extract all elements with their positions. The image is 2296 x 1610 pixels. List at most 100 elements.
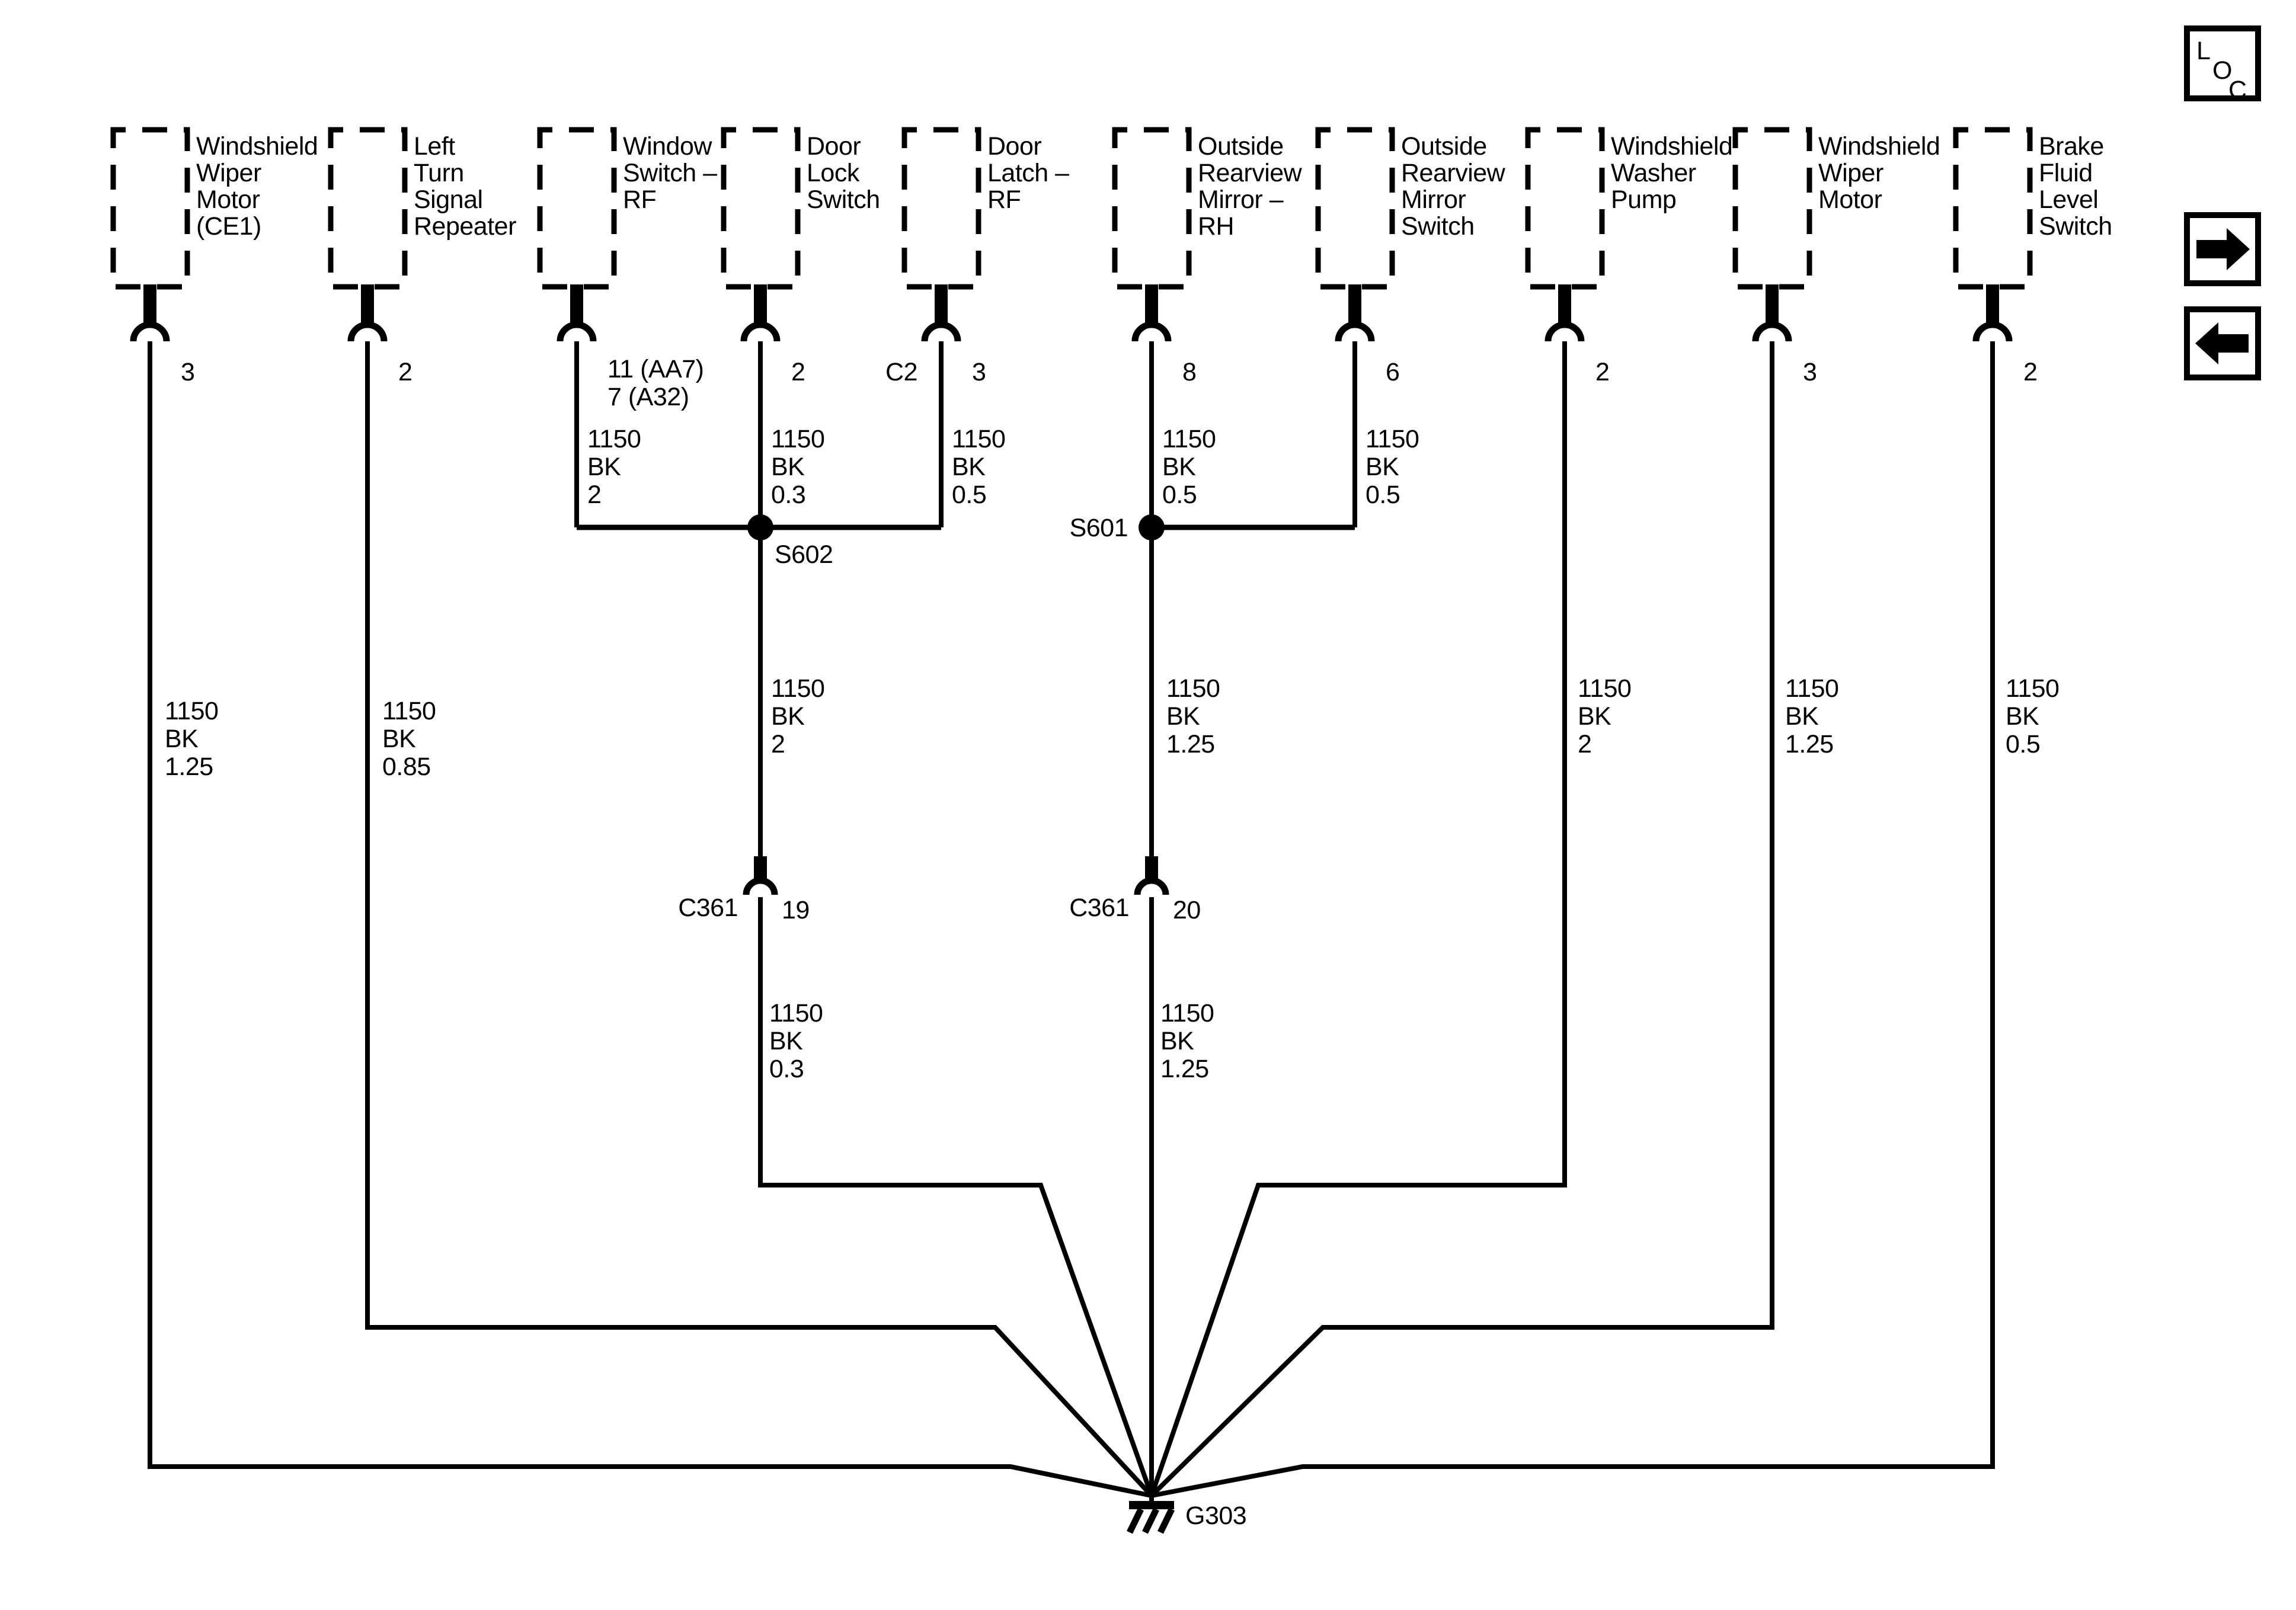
ground-symbol-leg: [1157, 1507, 1175, 1534]
loc-button-box[interactable]: [2184, 25, 2261, 101]
pin-stub: [361, 284, 374, 325]
component-label: Door: [987, 132, 1041, 161]
wire-routing: [148, 341, 1995, 1498]
component-label: Fluid: [2039, 159, 2093, 187]
pin-number: 6: [1386, 358, 1399, 386]
connector-stub: [754, 856, 767, 881]
wire-color-label: BK: [771, 453, 805, 481]
pin-stub: [1766, 284, 1779, 325]
pin-number: 11 (AA7): [607, 355, 704, 383]
component-box: [721, 127, 801, 290]
wire-size-label: 1.25: [1785, 730, 1834, 758]
wire-gauge-label: 1150: [587, 425, 641, 453]
wire-size-label: 0.3: [769, 1055, 804, 1083]
component-label: RH: [1198, 212, 1234, 241]
pin-number: 8: [1182, 358, 1196, 386]
component-label: Motor: [1818, 185, 1882, 214]
component-box: [1525, 127, 1605, 290]
wire-size-label: 0.3: [771, 481, 805, 509]
component-windshield-washer-pump: Windshield Washer Pump 2 1150 BK 2: [1525, 127, 1733, 758]
component-box: [1732, 127, 1812, 290]
component-label: Level: [2039, 185, 2098, 214]
connector-label: C361: [1069, 894, 1129, 922]
connector-pin-number: 19: [782, 896, 810, 924]
wire-gauge-label: 1150: [165, 697, 218, 725]
component-label: RF: [623, 185, 656, 214]
pin-stub: [1145, 284, 1158, 325]
splice-dot: [1139, 514, 1165, 540]
component-label: RF: [987, 185, 1021, 214]
pin-stub: [754, 284, 767, 325]
ground-symbol-leg: [1127, 1507, 1144, 1534]
component-label: Windshield: [1818, 132, 1940, 161]
wire-color-label: BK: [587, 453, 621, 481]
component-left-turn-signal-repeater: Left Turn Signal Repeater 2 1150 BK 0.85: [328, 127, 517, 781]
component-box: [1953, 127, 2033, 290]
component-box: [328, 127, 408, 290]
component-door-lock-switch: Door Lock Switch 2 1150 BK 0.3: [721, 127, 880, 509]
wire-c361-19-to-ground: [758, 897, 1154, 1497]
component-label: Pump: [1611, 185, 1676, 214]
wire-windshield-washer-pump: [1149, 341, 1567, 1497]
arrow-right-icon: [2196, 228, 2250, 270]
pin-cup-icon: [347, 321, 388, 342]
pin-cup-icon: [740, 321, 781, 342]
component-label: Switch –: [623, 159, 717, 187]
pin-stub: [1986, 284, 1999, 325]
wire-size-label: 2: [1578, 730, 1591, 758]
component-label: Lock: [807, 159, 860, 187]
wire-gauge-label: 1150: [769, 999, 823, 1028]
loc-button[interactable]: L O C: [2184, 25, 2261, 104]
connector-label: C361: [678, 894, 738, 922]
wire-brake-fluid-level-switch: [1151, 341, 1995, 1498]
wire-color-label: BK: [2006, 702, 2039, 731]
wire-size-label: 2: [771, 730, 785, 758]
component-box: [1112, 127, 1192, 290]
wire-color-label: BK: [1162, 453, 1196, 481]
wire-gauge-label: 1150: [2006, 674, 2059, 703]
wire-size-label: 1.25: [165, 753, 213, 781]
component-label: Wiper: [1818, 159, 1884, 187]
wire-gauge-label: 1150: [1166, 674, 1220, 703]
loc-letter-c: C: [2228, 76, 2247, 104]
wire-windshield-wiper-motor-ce1: [148, 341, 1152, 1498]
next-page-button[interactable]: [2184, 212, 2261, 286]
pin-stub: [143, 284, 156, 325]
pin-number: 2: [1595, 358, 1609, 386]
pin-number: 3: [181, 358, 194, 386]
component-label: Left: [414, 132, 455, 161]
component-outside-rearview-mirror-rh: Outside Rearview Mirror – RH 8 1150 BK 0…: [1112, 127, 1303, 509]
component-label: Signal: [414, 185, 483, 214]
component-label: Switch: [1401, 212, 1475, 241]
component-box: [1315, 127, 1395, 290]
wire-size-label: 0.85: [382, 753, 431, 781]
component-label: Outside: [1198, 132, 1284, 161]
pin-cup-icon: [1131, 321, 1172, 342]
component-outside-rearview-mirror-switch: Outside Rearview Mirror Switch 6 1150 BK…: [1315, 127, 1506, 509]
wire-color-label: BK: [771, 702, 805, 731]
pin-cup-icon: [921, 321, 961, 342]
component-label: Rearview: [1198, 159, 1303, 187]
wire-color-label: BK: [165, 725, 199, 753]
pin-cup-icon: [1972, 321, 2013, 342]
pin-stub: [570, 284, 583, 325]
component-windshield-wiper-motor: Windshield Wiper Motor 3 1150 BK 1.25: [1732, 127, 1940, 758]
wire-size-label: 0.5: [1366, 481, 1400, 509]
connector-cup-icon: [1134, 877, 1169, 895]
wire-gauge-label: 1150: [1578, 674, 1631, 703]
wire-size-label: 0.5: [952, 481, 986, 509]
inline-connector-c361-20: C361 20 1150 BK 1.25: [1069, 856, 1214, 1083]
component-label: Rearview: [1401, 159, 1506, 187]
loc-letter-l: L: [2196, 37, 2210, 65]
pin-cup-icon: [557, 321, 597, 342]
prev-page-button[interactable]: [2184, 306, 2261, 380]
wire-windshield-wiper-motor: [1150, 341, 1774, 1497]
wire-size-label: 1.25: [1166, 730, 1215, 758]
component-window-switch-rf: Window Switch – RF 11 (AA7) 7 (A32) 1150…: [537, 127, 718, 509]
pin-number: 2: [791, 358, 805, 386]
pin-cup-icon: [130, 321, 170, 342]
splice-s601: S601 1150 BK 1.25: [1070, 514, 1220, 758]
wire-color-label: BK: [1578, 702, 1611, 731]
